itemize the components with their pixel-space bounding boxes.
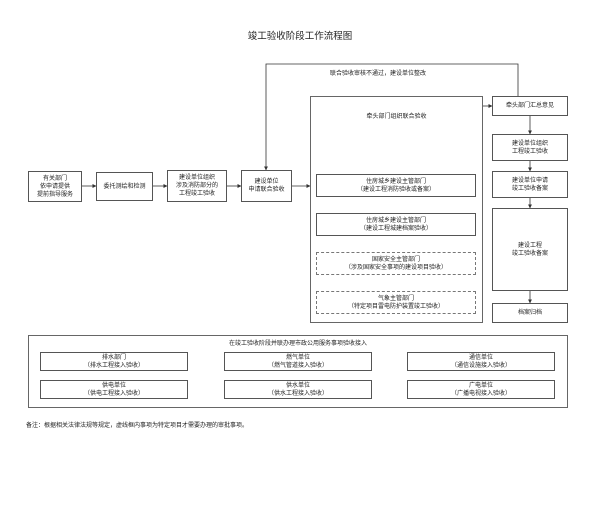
step-apply-completion-filing: 建设单位申请 竣工验收备案	[492, 171, 568, 198]
utility-broadcast: 广电单位 （广播电视接入验收）	[407, 380, 555, 399]
step-entrust-survey: 委托测绘和检测	[96, 172, 153, 201]
step-relevant-departments: 有关部门 依申请提供 提前指导服务	[28, 171, 82, 202]
page-title: 竣工验收阶段工作流程图	[247, 31, 353, 42]
utility-water: 供水单位 （供水工程接入验收）	[224, 380, 372, 399]
utility-drainage: 排水部门 （排水工程接入验收）	[40, 352, 188, 371]
step-lead-dept-summary: 牵头部门汇总意见	[492, 96, 568, 116]
joint-item-fire-acceptance: 住房城乡建设主管部门 （建设工程消防验收或备案）	[316, 174, 476, 197]
joint-panel-title: 牵头部门组织联合验收	[366, 113, 427, 120]
step-archive: 档案归档	[492, 303, 568, 323]
footnote: 备注：根据相关法律法规等规定，虚线框内事项为特定项目才需要办理的审批事项。	[26, 422, 249, 429]
feedback-label: 联合验收审核不通过，建设单位整改	[330, 70, 427, 77]
step-org-completion-acceptance: 建设单位组织 工程竣工验收	[492, 134, 568, 161]
joint-item-lightning-protection: 气象主管部门 （特定项目雷电防护装置竣工验收）	[316, 291, 476, 314]
joint-item-national-security: 国家安全主管部门 （涉及国家安全事项的建设项目验收）	[316, 252, 476, 275]
utility-telecom: 通信单位 （通信设施接入验收）	[407, 352, 555, 371]
utilities-panel-title: 在竣工验收阶段并联办理市政公用服务事项验收接入	[228, 340, 367, 347]
feedback-loop-line	[264, 63, 519, 171]
joint-item-archive-acceptance: 住房城乡建设主管部门 （建设工程城建档案验收）	[316, 213, 476, 236]
step-completion-filing: 建设工程 竣工验收备案	[492, 208, 568, 291]
utility-gas: 燃气单位 （燃气管道接入验收）	[224, 352, 372, 371]
step-org-partial-acceptance: 建设单位组织 涉及消防部分的 工程竣工验收	[167, 170, 227, 202]
step-apply-joint-acceptance: 建设单位 申请联合验收	[241, 170, 292, 202]
utility-power: 供电单位 （供电工程接入验收）	[40, 380, 188, 399]
joint-acceptance-panel	[310, 96, 483, 323]
